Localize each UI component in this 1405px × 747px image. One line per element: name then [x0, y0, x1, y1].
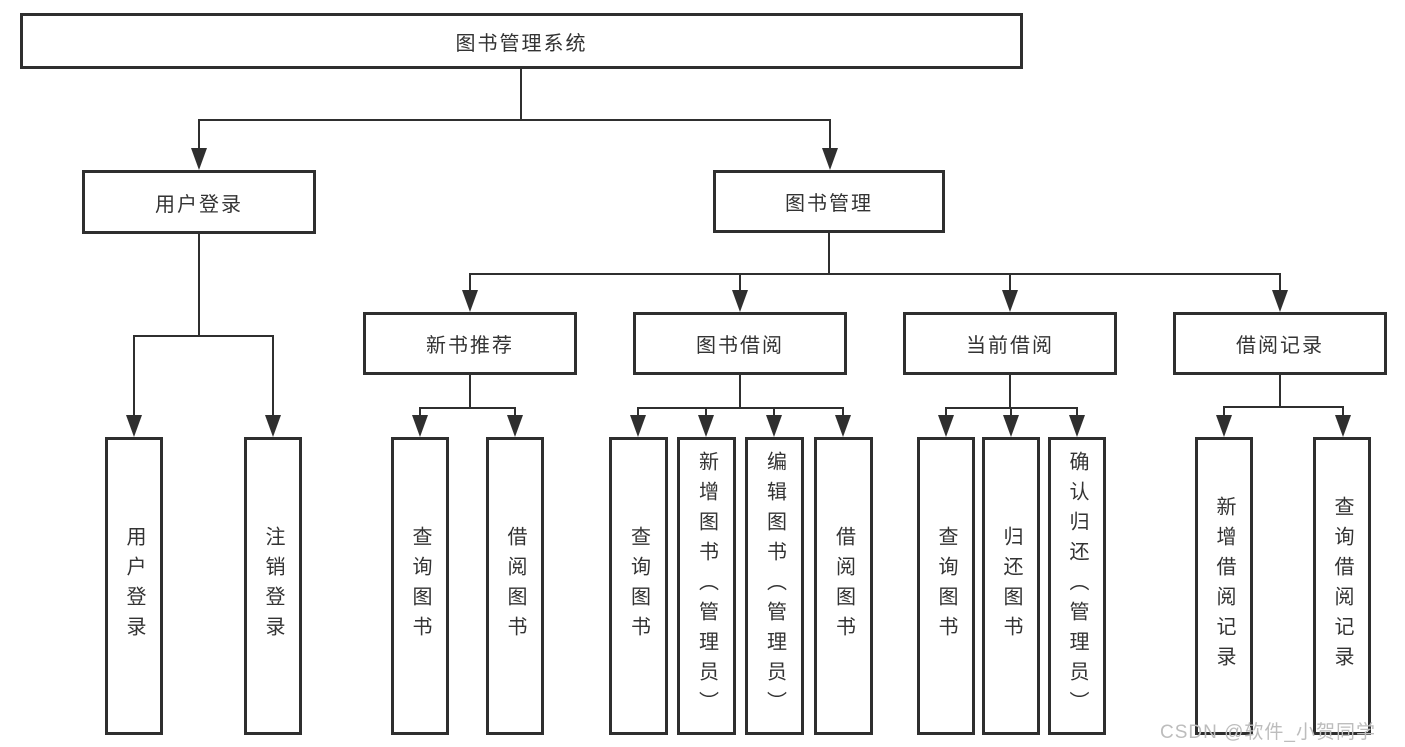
leaf-query-books-borrow: 查询图书 — [609, 437, 668, 735]
connector-drop — [739, 273, 741, 294]
connector-drop — [198, 119, 200, 152]
arrowhead-down-icon — [938, 415, 954, 437]
connector-stem — [739, 375, 741, 407]
connector-drop — [705, 407, 707, 419]
connector-stem — [520, 69, 522, 119]
leaf-query-borrow-record: 查询借阅记录 — [1313, 437, 1371, 735]
node-new-book-recommend: 新书推荐 — [363, 312, 577, 375]
arrowhead-down-icon — [265, 415, 281, 437]
arrowhead-down-icon — [1335, 415, 1351, 437]
arrowhead-down-icon — [507, 415, 523, 437]
connector-drop — [272, 335, 274, 419]
arrowhead-down-icon — [191, 148, 207, 170]
connector-drop — [419, 407, 421, 419]
connector-rail — [133, 335, 274, 337]
leaf-user-login: 用户登录 — [105, 437, 163, 735]
connector-rail — [637, 407, 844, 409]
connector-drop — [1342, 406, 1344, 419]
arrowhead-down-icon — [732, 290, 748, 312]
arrowhead-down-icon — [1002, 290, 1018, 312]
arrowhead-down-icon — [766, 415, 782, 437]
node-root-system: 图书管理系统 — [20, 13, 1023, 69]
csdn-watermark: CSDN @软件_小贺同学 — [1160, 722, 1376, 743]
arrowhead-down-icon — [822, 148, 838, 170]
arrowhead-down-icon — [1069, 415, 1085, 437]
arrowhead-down-icon — [412, 415, 428, 437]
connector-drop — [773, 407, 775, 419]
leaf-edit-books-admin: 编辑图书（管理员） — [745, 437, 804, 735]
arrowhead-down-icon — [630, 415, 646, 437]
connector-rail — [469, 273, 1281, 275]
leaf-borrow-books-recommend: 借阅图书 — [486, 437, 544, 735]
node-user-login: 用户登录 — [82, 170, 316, 234]
connector-rail — [419, 407, 516, 409]
node-borrow-records: 借阅记录 — [1173, 312, 1387, 375]
arrowhead-down-icon — [1272, 290, 1288, 312]
connector-stem — [1279, 375, 1281, 406]
connector-stem — [469, 375, 471, 407]
leaf-add-borrow-record: 新增借阅记录 — [1195, 437, 1253, 735]
arrowhead-down-icon — [462, 290, 478, 312]
arrowhead-down-icon — [1003, 415, 1019, 437]
connector-rail — [1223, 406, 1344, 408]
leaf-query-books-current: 查询图书 — [917, 437, 975, 735]
connector-rail — [198, 119, 831, 121]
leaf-add-books-admin: 新增图书（管理员） — [677, 437, 736, 735]
arrowhead-down-icon — [698, 415, 714, 437]
connector-drop — [133, 335, 135, 419]
connector-drop — [842, 407, 844, 419]
leaf-return-books: 归还图书 — [982, 437, 1040, 735]
connector-stem — [828, 233, 830, 273]
connector-drop — [1076, 407, 1078, 419]
connector-stem — [198, 234, 200, 335]
node-current-borrow: 当前借阅 — [903, 312, 1117, 375]
connector-drop — [1223, 406, 1225, 419]
connector-drop — [514, 407, 516, 419]
arrowhead-down-icon — [1216, 415, 1232, 437]
node-book-management: 图书管理 — [713, 170, 945, 233]
leaf-query-books-recommend: 查询图书 — [391, 437, 449, 735]
connector-stem — [1009, 375, 1011, 407]
leaf-borrow-books: 借阅图书 — [814, 437, 873, 735]
connector-drop — [1279, 273, 1281, 294]
arrowhead-down-icon — [835, 415, 851, 437]
node-book-borrow: 图书借阅 — [633, 312, 847, 375]
connector-drop — [469, 273, 471, 294]
connector-drop — [1009, 273, 1011, 294]
connector-drop — [1010, 407, 1012, 419]
leaf-confirm-return-admin: 确认归还（管理员） — [1048, 437, 1106, 735]
connector-drop — [637, 407, 639, 419]
connector-drop — [945, 407, 947, 419]
arrowhead-down-icon — [126, 415, 142, 437]
connector-drop — [829, 119, 831, 152]
leaf-logout: 注销登录 — [244, 437, 302, 735]
